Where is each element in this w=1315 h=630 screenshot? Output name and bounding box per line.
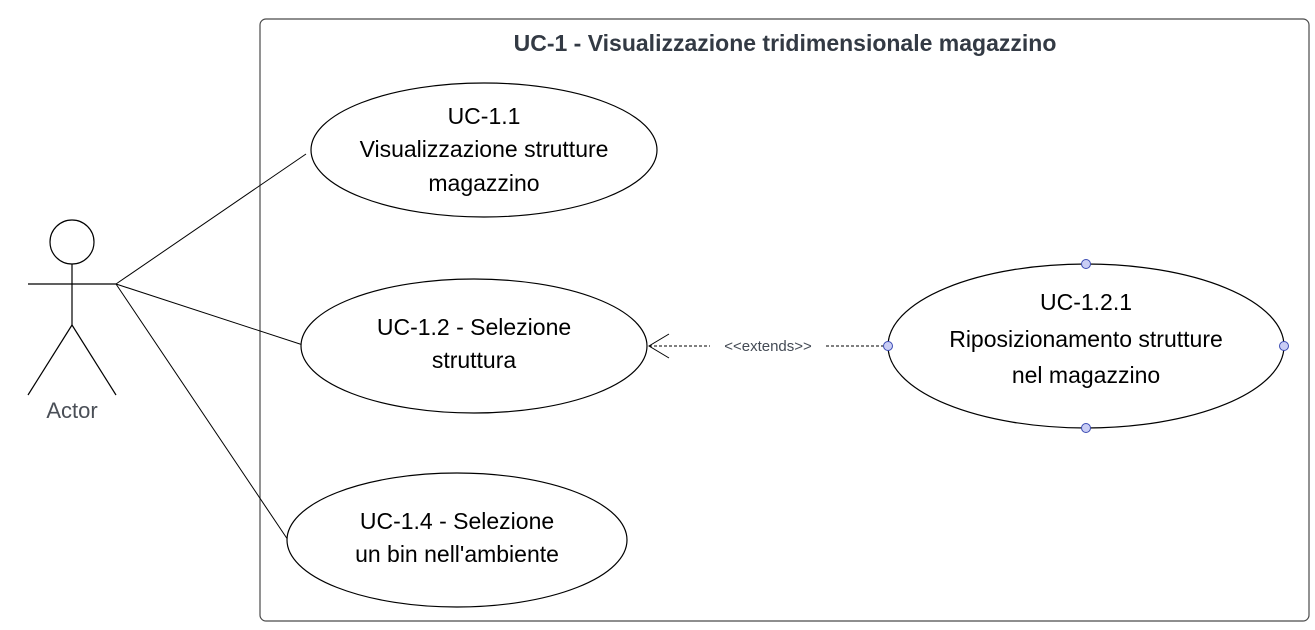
selection-handle-bottom[interactable] bbox=[1081, 423, 1091, 433]
actor-head bbox=[49, 219, 95, 265]
system-title: UC-1 - Visualizzazione tridimensionale m… bbox=[514, 30, 1057, 56]
uc-1-1-line-2: Visualizzazione strutture bbox=[360, 136, 609, 162]
uc-1-2-1-line-3: nel magazzino bbox=[1012, 362, 1160, 388]
selection-handle-left[interactable] bbox=[883, 341, 893, 351]
selection-handle-top[interactable] bbox=[1081, 259, 1091, 269]
uc-1-4-line-1: UC-1.4 - Selezione bbox=[360, 508, 554, 534]
uc-1-1-line-3: magazzino bbox=[428, 170, 539, 196]
uc-1-2-line-2: struttura bbox=[432, 347, 517, 373]
use-case-uc-1-2[interactable]: UC-1.2 - Selezione struttura bbox=[300, 278, 648, 414]
uc-1-2-1-line-2: Riposizionamento strutture bbox=[949, 326, 1223, 352]
use-case-uc-1-1[interactable]: UC-1.1 Visualizzazione strutture magazzi… bbox=[310, 82, 658, 218]
association-uc-1-1 bbox=[115, 153, 307, 285]
actor-left-leg bbox=[27, 324, 73, 396]
extends-label: <<extends>> bbox=[724, 338, 812, 355]
association-uc-1-2 bbox=[115, 283, 304, 346]
uc-1-4-line-2: un bin nell'ambiente bbox=[355, 541, 559, 567]
extends-arrowhead bbox=[648, 333, 670, 359]
actor-label: Actor bbox=[46, 398, 97, 423]
selection-handle-right[interactable] bbox=[1279, 341, 1289, 351]
uc-1-1-line-1: UC-1.1 bbox=[448, 103, 521, 129]
extends-relationship[interactable]: <<extends>> bbox=[648, 333, 887, 359]
association-uc-1-4 bbox=[115, 283, 289, 541]
use-case-uc-1-2-1[interactable]: UC-1.2.1 Riposizionamento strutture nel … bbox=[887, 263, 1285, 429]
uc-1-2-line-1: UC-1.2 - Selezione bbox=[377, 314, 571, 340]
uc-1-2-1-line-1: UC-1.2.1 bbox=[1040, 289, 1132, 315]
actor[interactable]: Actor bbox=[27, 219, 117, 423]
use-case-uc-1-4[interactable]: UC-1.4 - Selezione un bin nell'ambiente bbox=[286, 472, 628, 608]
actor-right-leg bbox=[71, 324, 117, 396]
